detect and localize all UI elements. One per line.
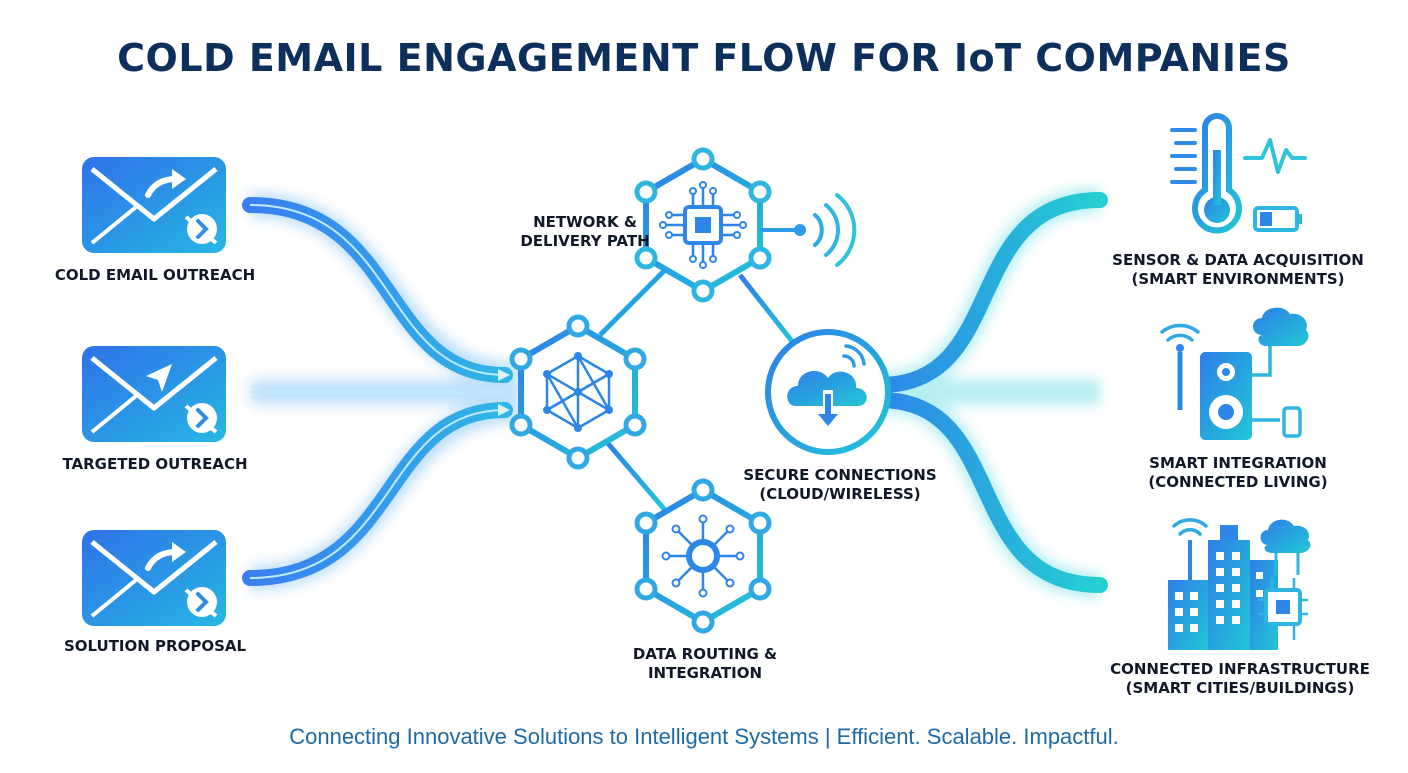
hub-label-network: NETWORK & DELIVERY PATH <box>480 213 690 251</box>
cloud-download-icon <box>765 329 891 455</box>
flow-line-bottom <box>242 402 513 586</box>
thermometer-sensor-icon <box>1170 113 1307 234</box>
output-label-sensor: SENSOR & DATA ACQUISITION (SMART ENVIRON… <box>1108 251 1368 289</box>
output-label-sensor-line1: SENSOR & DATA ACQUISITION <box>1112 251 1364 269</box>
page-title: COLD EMAIL ENGAGEMENT FLOW FOR IoT COMPA… <box>117 36 1291 80</box>
chip-icon <box>634 147 772 303</box>
input-label-cold-email: COLD EMAIL OUTREACH <box>54 266 256 284</box>
output-label-integration-line1: SMART INTEGRATION <box>1149 454 1327 472</box>
wireless-signal-icon <box>760 193 857 267</box>
input-label-targeted: TARGETED OUTREACH <box>62 455 248 473</box>
flow-line-top <box>242 197 513 383</box>
hub-connections <box>598 268 797 512</box>
smart-building-icon <box>1168 518 1311 650</box>
hub-label-cloud-line2: (CLOUD/WIRELESS) <box>759 485 921 503</box>
right-flow-lines <box>872 187 1108 598</box>
routing-hub-icon <box>634 478 772 634</box>
email-forward-icon <box>82 530 226 626</box>
tagline: Connecting Innovative Solutions to Intel… <box>289 724 1119 749</box>
hub-label-network-line1: NETWORK & <box>533 213 637 231</box>
output-label-sensor-line2: (SMART ENVIRONMENTS) <box>1131 270 1345 288</box>
hub-label-routing-line2: INTEGRATION <box>647 664 763 682</box>
output-label-infrastructure-line1: CONNECTED INFRASTRUCTURE <box>1110 660 1370 678</box>
mesh-network-icon <box>509 314 647 470</box>
flow-line-out-top <box>872 192 1108 393</box>
smart-speaker-icon <box>1160 307 1309 440</box>
output-label-integration: SMART INTEGRATION (CONNECTED LIVING) <box>1108 454 1368 492</box>
left-flow-lines <box>242 192 521 591</box>
email-send-icon <box>82 346 226 442</box>
flow-line-out-bottom <box>872 392 1108 593</box>
hub-label-cloud-line1: SECURE CONNECTIONS <box>743 466 937 484</box>
arrow-head-icon <box>498 369 510 381</box>
arrow-head-icon <box>498 404 510 416</box>
output-label-infrastructure-line2: (SMART CITIES/BUILDINGS) <box>1125 679 1355 697</box>
hub-label-cloud: SECURE CONNECTIONS (CLOUD/WIRELESS) <box>730 466 950 504</box>
output-label-infrastructure: CONNECTED INFRASTRUCTURE (SMART CITIES/B… <box>1100 660 1380 698</box>
hub-label-network-line2: DELIVERY PATH <box>520 232 650 250</box>
hub-label-routing: DATA ROUTING & INTEGRATION <box>600 645 810 683</box>
output-label-integration-line2: (CONNECTED LIVING) <box>1148 473 1328 491</box>
input-label-solution: SOLUTION PROPOSAL <box>63 637 247 655</box>
hub-label-routing-line1: DATA ROUTING & <box>632 645 778 663</box>
email-forward-icon <box>82 157 226 253</box>
